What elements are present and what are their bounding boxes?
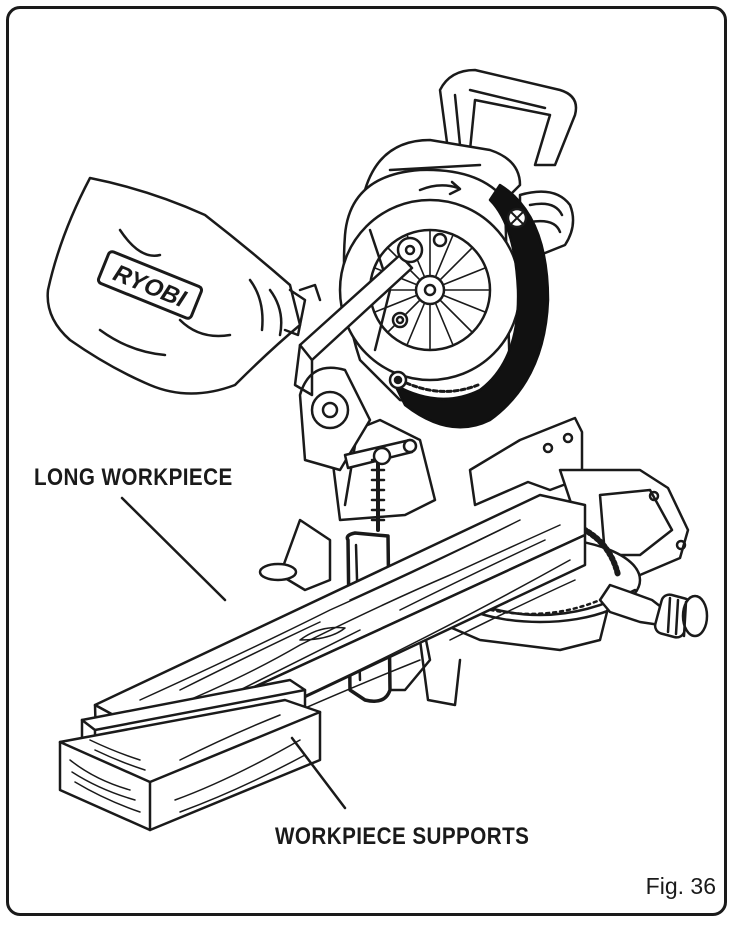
label-long-workpiece: LONG WORKPIECE (34, 464, 233, 491)
leader-line-long-workpiece (120, 496, 227, 602)
label-workpiece-supports: WORKPIECE SUPPORTS (275, 823, 530, 850)
figure-number: Fig. 36 (645, 873, 716, 899)
leader-line-workpiece-supports (290, 736, 347, 810)
workpiece-supports (58, 678, 322, 832)
dust-bag (46, 176, 322, 395)
saw-head (293, 68, 578, 522)
saw-base (258, 416, 709, 707)
